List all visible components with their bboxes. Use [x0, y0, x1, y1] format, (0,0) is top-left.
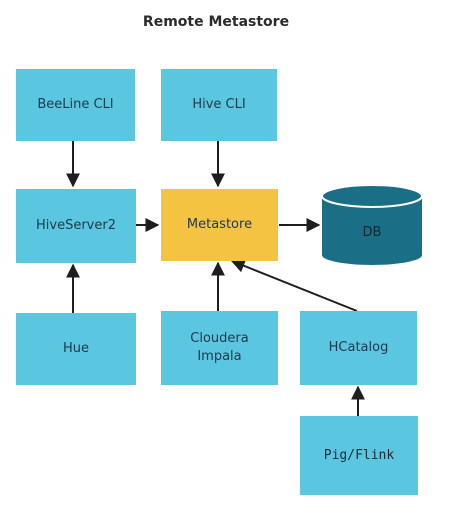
db-cylinder: DB	[321, 184, 423, 265]
node-beeline-cli: BeeLine CLI	[16, 69, 135, 141]
db-label: DB	[363, 225, 382, 240]
node-hue-label: Hue	[62, 341, 89, 357]
node-hiveserver2-label: HiveServer2	[36, 218, 116, 234]
node-metastore-label: Metastore	[186, 217, 253, 233]
node-hive-cli-label: Hive CLI	[192, 97, 246, 113]
node-hcatalog: HCatalog	[300, 311, 417, 385]
node-cloudera-impala-label: Cloudera Impala	[190, 331, 249, 364]
node-hiveserver2: HiveServer2	[16, 189, 136, 263]
db-cylinder-top	[321, 184, 423, 208]
node-metastore: Metastore	[161, 189, 278, 261]
node-pig-flink-label: Pig/Flink	[323, 447, 395, 463]
db-cylinder-body	[322, 197, 422, 265]
edge-hcatalog-to-metastore	[230, 259, 358, 312]
node-hue: Hue	[16, 313, 136, 385]
node-hcatalog-label: HCatalog	[328, 340, 389, 356]
node-beeline-cli-label: BeeLine CLI	[37, 97, 114, 113]
node-cloudera-impala: Cloudera Impala	[161, 311, 278, 385]
node-hive-cli: Hive CLI	[161, 69, 277, 141]
node-pig-flink: Pig/Flink	[300, 416, 418, 495]
diagram-title: Remote Metastore	[142, 14, 290, 30]
